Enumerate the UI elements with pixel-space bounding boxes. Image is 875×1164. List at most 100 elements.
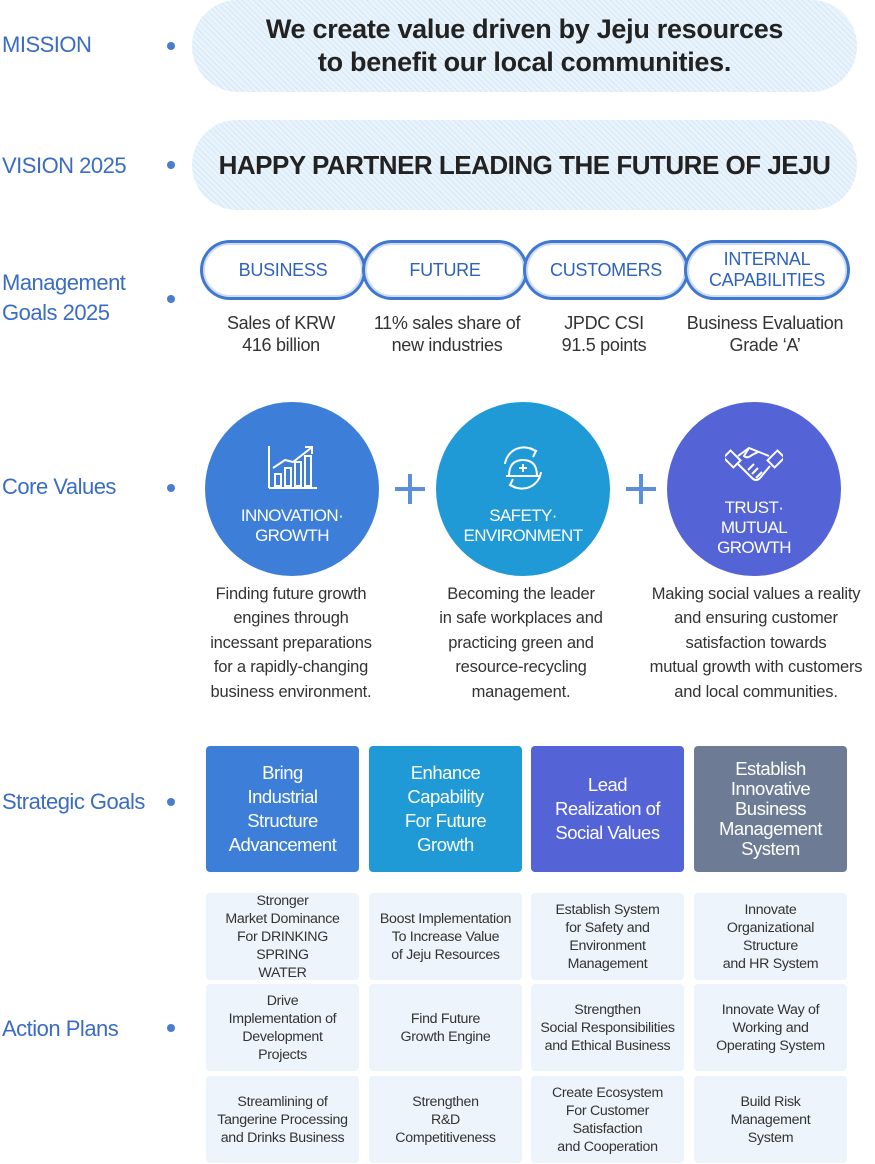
action-plan-line: Structure [743, 937, 798, 954]
action-plan-item: Find Future Growth Engine [369, 984, 522, 1071]
action-plan-item: Strengthen R&D Competitiveness [369, 1076, 522, 1163]
core-value-safety-desc-line: Becoming the leader [447, 585, 595, 603]
strategic-goal-line: Realization of [554, 798, 661, 819]
action-plan-line: WATER [258, 964, 307, 981]
action-plan-line: Drive [266, 992, 299, 1009]
action-plan-line: Management [730, 1111, 811, 1128]
core-value-safety-desc: Becoming the leader in safe workplaces a… [426, 582, 616, 704]
action-plan-line: Growth Engine [400, 1028, 491, 1045]
mission-statement: We create value driven by Jeju resources… [192, 0, 857, 92]
strategic-goal-line: Growth [417, 834, 474, 855]
action-plans-label: Action Plans [2, 1016, 119, 1041]
management-goals-bullet [167, 295, 175, 303]
management-goals-label-line-2: Goals 2025 [2, 300, 110, 325]
strategic-goal-line: Management [719, 818, 822, 839]
goal-tag-customers: CUSTOMERS [523, 240, 689, 300]
goal-tag-business: BUSINESS [200, 240, 366, 300]
strategic-goal-line: Innovative [730, 778, 811, 799]
goal-tag-internal-capabilities: INTERNAL CAPABILITIES [684, 240, 850, 300]
action-plan-item: Innovate Organizational Structure and HR… [694, 893, 847, 980]
core-value-trust-desc-line: and ensuring customer [674, 609, 838, 628]
action-plan-line: Projects [258, 1046, 307, 1063]
mission-line-2: to benefit our local communities. [317, 47, 732, 77]
core-value-innovation-desc-line: business environment. [210, 682, 372, 701]
vision-label: VISION 2025 [2, 153, 127, 178]
core-value-trust-desc-line: and local communities. [674, 682, 838, 701]
action-plan-line: and HR System [722, 955, 819, 972]
goal-desc-customers-line-2: 91.5 points [561, 335, 647, 355]
strategic-goal-line: Advancement [228, 834, 337, 855]
strategic-goal-line: Business [734, 798, 807, 819]
core-values-bullet [167, 484, 175, 492]
core-value-innovation-title: INNOVATION· GROWTH [240, 506, 344, 546]
strategic-goal-line: Bring [262, 762, 303, 783]
core-value-safety-environment: SAFETY· ENVIRONMENT [436, 402, 610, 576]
action-plan-line: Establish System [555, 901, 660, 918]
goal-tag-business-label: BUSINESS [203, 243, 363, 297]
action-plan-line: For Customer [565, 1102, 650, 1119]
action-plan-item: Create Ecosystem For Customer Satisfacti… [531, 1076, 684, 1163]
action-plan-line: Streamlining of [237, 1093, 328, 1110]
strategic-goal-line: Social Values [555, 822, 660, 843]
goal-tag-future-label: FUTURE [365, 243, 525, 297]
core-value-safety-desc-line: management. [471, 682, 571, 701]
action-plan-line: Social Responsibilities [540, 1019, 675, 1036]
goal-desc-business-line-2: 416 billion [242, 335, 320, 355]
action-plan-item: Boost Implementation To Increase Value o… [369, 893, 522, 980]
core-value-innovation-title-line-1: INNOVATION· [240, 506, 344, 525]
core-value-safety-title-line-2: ENVIRONMENT [463, 526, 583, 545]
core-value-safety-title-line-1: SAFETY· [489, 506, 557, 525]
action-plan-line: Working and [732, 1019, 809, 1036]
action-plan-line: Create Ecosystem [551, 1084, 664, 1101]
action-plan-line: System [747, 1129, 794, 1146]
action-plan-item: Drive Implementation of Development Proj… [206, 984, 359, 1071]
strategic-goals-label: Strategic Goals [2, 789, 145, 814]
goal-tag-customers-label: CUSTOMERS [526, 243, 686, 297]
core-value-safety-desc-line: in safe workplaces and [439, 609, 603, 628]
action-plan-line: for Safety and [565, 919, 650, 936]
mission-bullet [167, 42, 175, 50]
goal-desc-customers-line-1: JPDC CSI [564, 313, 644, 333]
core-value-trust-desc-line: mutual growth with customers [649, 658, 863, 677]
goal-desc-internal-line-2: Grade ‘A’ [729, 335, 801, 355]
growth-chart-icon [268, 446, 317, 489]
strategic-goal-line: Structure [247, 810, 318, 831]
goal-tag-internal-line-1: INTERNAL [723, 249, 811, 269]
action-plan-line: Strengthen [412, 1093, 479, 1110]
core-value-trust-title-line-1: TRUST· [724, 498, 784, 517]
action-plan-line: Tangerine Processing [217, 1111, 348, 1128]
plus-icon [395, 474, 425, 504]
core-value-innovation-desc-line: for a rapidly-changing [213, 658, 369, 677]
action-plan-line: Development [242, 1028, 323, 1045]
core-value-innovation-desc: Finding future growth engines through in… [196, 582, 386, 704]
core-values-label: Core Values [2, 474, 116, 499]
action-plan-item: Build Risk Management System [694, 1076, 847, 1163]
action-plan-line: Innovate [744, 901, 797, 918]
strategic-goal-line: System [741, 838, 800, 859]
action-plan-line: Innovate Way of [721, 1001, 820, 1018]
action-plan-line: Strengthen [574, 1001, 641, 1018]
action-plan-item: Streamlining of Tangerine Processing and… [206, 1076, 359, 1163]
core-value-trust-desc: Making social values a reality and ensur… [638, 582, 874, 704]
action-plan-line: Operating System [716, 1037, 825, 1054]
action-plan-line: Stronger [256, 892, 309, 909]
safety-helmet-icon [504, 446, 542, 490]
action-plan-line: and Ethical Business [544, 1037, 671, 1054]
action-plan-item: Strengthen Social Responsibilities and E… [531, 984, 684, 1071]
strategic-goal-line: Enhance [410, 762, 481, 783]
action-plan-line: Management [567, 955, 648, 972]
core-value-safety-desc-line: resource-recycling [455, 658, 587, 677]
core-value-safety-desc-line: practicing green and [448, 633, 594, 652]
vision-statement: HAPPY PARTNER LEADING THE FUTURE OF JEJU [192, 120, 857, 210]
goal-desc-business-line-1: Sales of KRW [226, 313, 336, 333]
goal-desc-customers: JPDC CSI 91.5 points [509, 312, 699, 356]
strategic-goal-line: For Future [404, 810, 487, 831]
core-value-innovation-desc-line: incessant preparations [210, 633, 372, 652]
action-plan-item: Establish System for Safety and Environm… [531, 893, 684, 980]
core-value-innovation-title-line-2: GROWTH [255, 526, 329, 545]
strategic-goal-line: Establish [735, 758, 806, 779]
action-plan-line: Competitiveness [395, 1129, 496, 1146]
core-value-trust-desc-line: Making social values a reality [651, 585, 861, 603]
core-value-innovation-desc-line: engines through [233, 609, 349, 628]
strategic-goal-industrial-structure: Bring Industrial Structure Advancement [206, 746, 359, 872]
